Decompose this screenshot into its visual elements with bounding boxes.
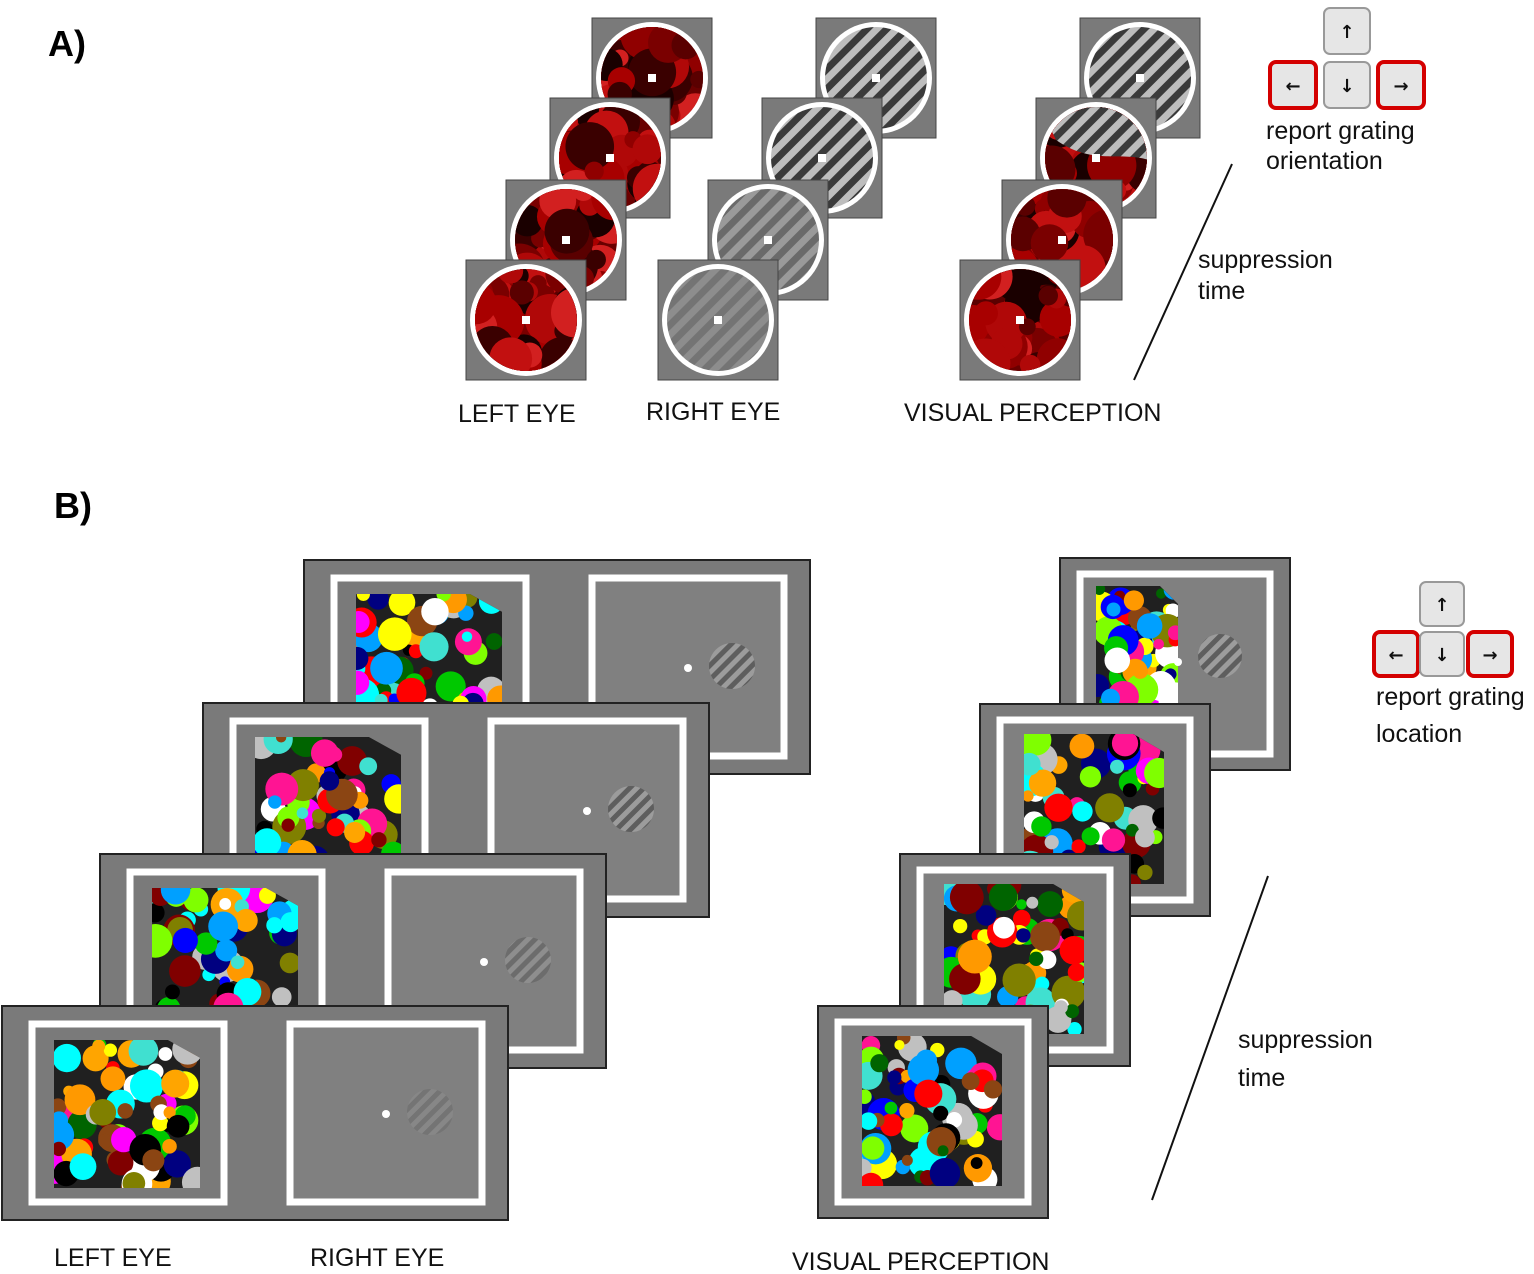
panel-a-time-axis bbox=[1133, 163, 1233, 381]
panel-b-down-key bbox=[1419, 631, 1465, 677]
panel-a-stimulus-frame bbox=[465, 259, 587, 381]
panel-a-left-eye-caption: LEFT EYE bbox=[458, 400, 576, 428]
right-arrow-icon: → bbox=[1482, 645, 1497, 666]
panel-a-time-label: time bbox=[1198, 277, 1245, 305]
panel-b-right-key bbox=[1466, 630, 1514, 678]
up-arrow-icon: ↑ bbox=[1339, 22, 1354, 43]
panel-b-time-axis bbox=[1151, 875, 1269, 1201]
panel-b-perception-frame bbox=[899, 853, 1131, 1067]
panel-b-location-label: location bbox=[1376, 720, 1462, 748]
panel-b-arrow-keys: ↑ ← ↓ → bbox=[1372, 581, 1514, 678]
panel-b-right-eye-caption: RIGHT EYE bbox=[310, 1244, 444, 1272]
panel-a-down-key bbox=[1323, 61, 1371, 109]
panel-b-letter: B) bbox=[54, 485, 92, 526]
down-arrow-icon: ↓ bbox=[1339, 76, 1354, 97]
up-arrow-icon: ↑ bbox=[1434, 595, 1449, 616]
panel-a-arrow-keys: ↑ ← ↓ → bbox=[1268, 7, 1426, 110]
panel-a-letter: A) bbox=[48, 23, 86, 64]
panel-b-left-eye-caption: LEFT EYE bbox=[54, 1244, 172, 1272]
right-arrow-icon: → bbox=[1393, 76, 1408, 97]
down-arrow-icon: ↓ bbox=[1434, 645, 1449, 666]
left-arrow-icon: ← bbox=[1388, 645, 1403, 666]
left-arrow-icon: ← bbox=[1285, 76, 1300, 97]
panel-a-suppression-label: suppression bbox=[1198, 246, 1333, 274]
panel-a-report-label: report grating bbox=[1266, 117, 1415, 145]
panel-b-suppression-label: suppression bbox=[1238, 1026, 1373, 1054]
panel-b-perception-frame bbox=[817, 1005, 1049, 1219]
panel-b-time-label: time bbox=[1238, 1064, 1285, 1092]
panel-b-left-key bbox=[1372, 630, 1420, 678]
panel-b-report-label: report grating bbox=[1376, 683, 1525, 711]
panel-a-visual-perception-caption: VISUAL PERCEPTION bbox=[904, 399, 1161, 427]
panel-b-stereo-frame bbox=[1, 1005, 509, 1221]
panel-b-up-key bbox=[1419, 581, 1465, 627]
panel-a-stimulus-frame bbox=[959, 259, 1081, 381]
panel-a-stimulus-frame bbox=[657, 259, 779, 381]
panel-b-visual-perception-caption: VISUAL PERCEPTION bbox=[792, 1248, 1049, 1274]
panel-a-up-key bbox=[1323, 7, 1371, 55]
panel-a-stimulus-frame bbox=[549, 97, 671, 219]
panel-a-orientation-label: orientation bbox=[1266, 147, 1383, 175]
panel-a-stimulus-frame bbox=[1001, 179, 1123, 301]
panel-a-right-key bbox=[1376, 60, 1426, 110]
panel-a-right-eye-caption: RIGHT EYE bbox=[646, 398, 780, 426]
panel-a-left-key bbox=[1268, 60, 1318, 110]
